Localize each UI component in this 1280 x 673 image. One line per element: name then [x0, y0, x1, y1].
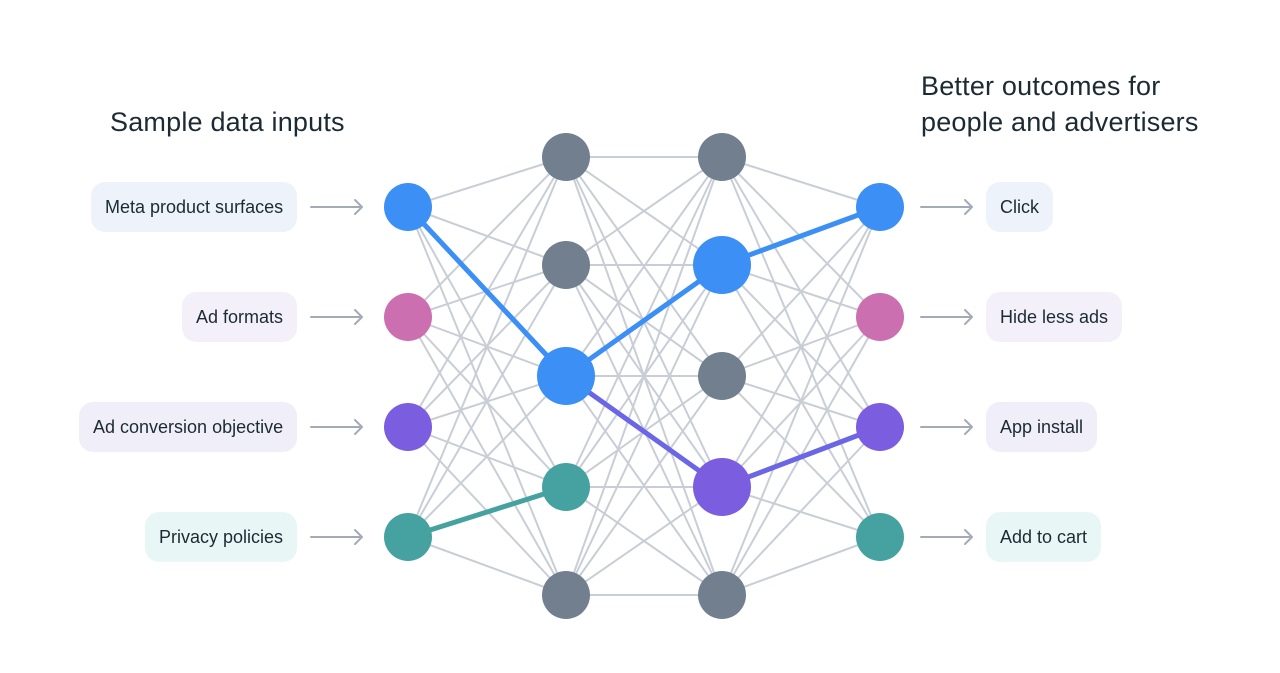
arrows [310, 199, 973, 545]
arrow-icon [310, 199, 363, 215]
inputs-heading: Sample data inputs [110, 107, 345, 137]
network-edge [565, 375, 723, 596]
network-nodes [384, 133, 904, 619]
input-pill: Ad conversion objective [79, 402, 298, 452]
highlighted-edge [563, 373, 725, 490]
input-pill: Privacy policies [145, 512, 298, 562]
network-edge [407, 156, 567, 318]
hidden1-node [542, 241, 590, 289]
hidden2-node [698, 571, 746, 619]
hidden1-node [537, 347, 595, 405]
arrow-icon [310, 529, 363, 545]
input-pill: Ad formats [182, 292, 298, 342]
network-edge [565, 486, 723, 596]
network-edge [721, 156, 881, 208]
outputs-heading: Better outcomes for people and advertise… [921, 68, 1199, 140]
network-edges [407, 156, 881, 596]
network-edge [721, 426, 881, 596]
network-edge [407, 375, 567, 538]
hidden1-node [542, 133, 590, 181]
arrow-icon [920, 309, 973, 325]
arrow-icon [310, 419, 363, 435]
arrow-icon [920, 199, 973, 215]
arrow-icon [920, 419, 973, 435]
output-pill: App install [986, 402, 1098, 452]
network-edge [407, 264, 567, 538]
network-edge [407, 536, 567, 596]
output-node [856, 183, 904, 231]
highlighted-edge [405, 484, 569, 540]
highlighted-edge [405, 204, 569, 379]
network-edge [565, 156, 723, 596]
network-edge [721, 206, 881, 596]
hidden2-node [698, 352, 746, 400]
hidden2-node [693, 236, 751, 294]
output-node [856, 513, 904, 561]
input-node [384, 293, 432, 341]
input-node [384, 513, 432, 561]
output-pill: Hide less ads [986, 292, 1123, 342]
hidden1-node [542, 571, 590, 619]
hidden2-node [693, 458, 751, 516]
output-pill: Add to cart [986, 512, 1102, 562]
arrow-icon [920, 529, 973, 545]
network-edge [407, 156, 567, 538]
hidden1-node [542, 463, 590, 511]
outputs-heading-line-2: people and advertisers [921, 107, 1199, 137]
output-pill: Click [986, 182, 1053, 232]
arrow-icon [310, 309, 363, 325]
output-node [856, 293, 904, 341]
output-node [856, 403, 904, 451]
network-edge [721, 536, 881, 596]
network-edge [565, 156, 723, 377]
network-edge [721, 206, 881, 488]
input-node [384, 183, 432, 231]
input-node [384, 403, 432, 451]
highlighted-edge [563, 262, 725, 379]
network-edge [721, 206, 881, 377]
input-pill: Meta product surfaces [91, 182, 298, 232]
network-edge [565, 156, 723, 266]
hidden2-node [698, 133, 746, 181]
outputs-heading-line-1: Better outcomes for [921, 71, 1161, 101]
network-edge [407, 156, 567, 208]
